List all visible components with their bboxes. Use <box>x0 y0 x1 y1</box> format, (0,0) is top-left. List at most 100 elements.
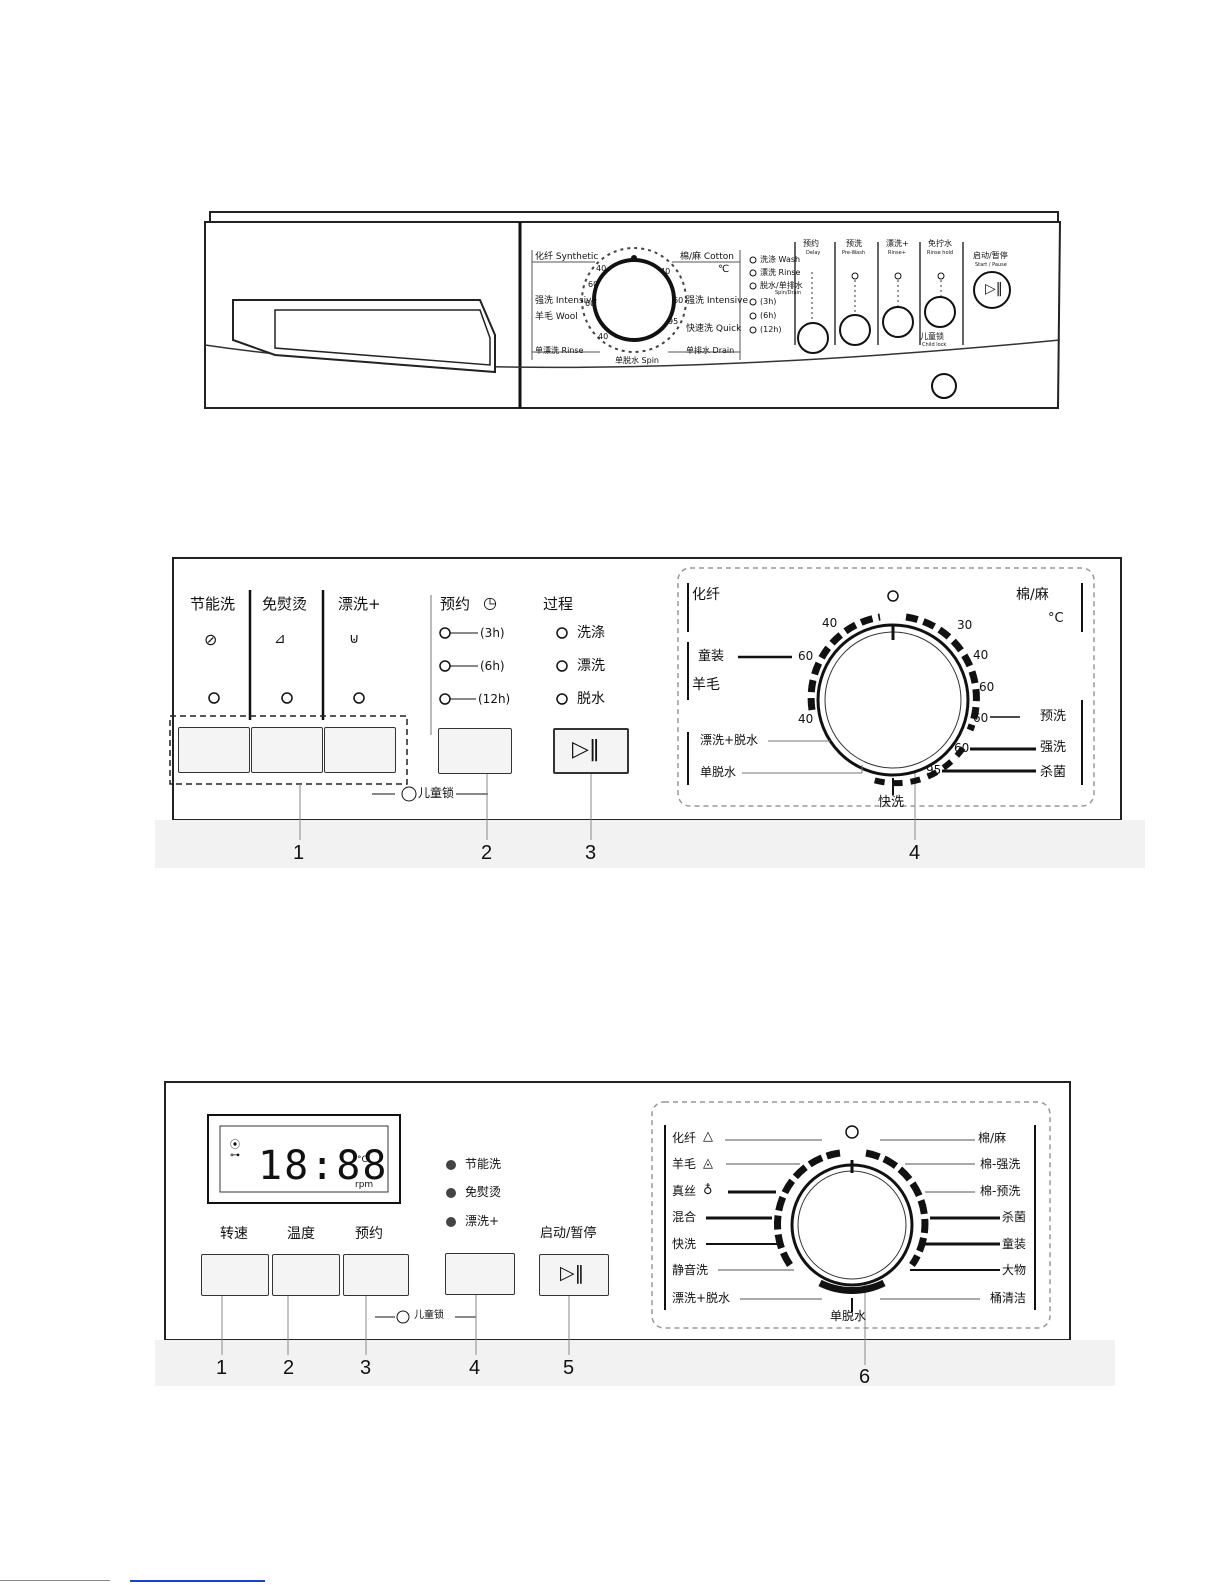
silk-icon: ♁ <box>703 1183 713 1198</box>
p1-temp-2: 60 <box>585 299 596 308</box>
p3-dial-left-4: 快洗 <box>672 1237 697 1251</box>
p2-temp-8: 95 <box>926 763 942 777</box>
p1-btn-prewash-en: Pre-Wash <box>842 250 866 256</box>
p3-dial-right-2: 棉-预洗 <box>980 1184 1021 1198</box>
p2-delay-2: (12h) <box>478 692 511 706</box>
p1-start-en: Start / Pause <box>975 262 1007 268</box>
p2-dial-right-3: 强洗 <box>1040 740 1067 755</box>
p2-dial-left-4: 单脱水 <box>700 765 737 779</box>
panel-3-outline <box>155 1081 1115 1386</box>
p3-start-label: 启动/暂停 <box>540 1226 597 1241</box>
panel-2-outline <box>155 557 1145 868</box>
p2-process-2: 脱水 <box>577 691 605 707</box>
p1-dial-left-2: 羊毛 Wool <box>535 312 578 322</box>
p1-btn-rinse-cn: 漂洗+ <box>886 239 909 248</box>
p3-dial-right-1: 棉-强洗 <box>980 1157 1021 1171</box>
p3-delay-button[interactable] <box>343 1254 409 1296</box>
p3-callout-3: 3 <box>360 1357 372 1379</box>
p3-dial-right-5: 大物 <box>1002 1263 1027 1277</box>
p1-status-1: 漂洗 Rinse <box>760 268 801 277</box>
display-unit-rpm: rpm <box>355 1180 374 1190</box>
p3-callout-5: 5 <box>563 1357 575 1379</box>
p1-start-cn: 启动/暂停 <box>973 251 1008 260</box>
p1-status-0: 洗涤 Wash <box>760 255 801 264</box>
panel-1-outline <box>204 211 1062 409</box>
p2-start-pause-button[interactable]: ▷‖ <box>553 728 629 774</box>
p3-start-pause-button[interactable]: ▷‖ <box>539 1254 609 1296</box>
p3-dial-right-3: 杀菌 <box>1002 1210 1027 1224</box>
p2-option-1: 免熨烫 <box>262 595 308 613</box>
p2-callout-3: 3 <box>585 842 597 864</box>
p1-btn-delay-cn: 预约 <box>803 239 819 248</box>
p3-callout-2: 2 <box>283 1357 295 1379</box>
p3-child-lock: 儿童锁 <box>414 1310 444 1321</box>
p1-status-2: 脱水/单排水 <box>760 281 803 290</box>
rinse-icon: ⊍ <box>349 631 360 647</box>
p1-child-lock: 儿童锁 <box>920 332 944 341</box>
p3-dial-right-6: 桶清洁 <box>990 1291 1027 1305</box>
p2-delay-title: 预约 <box>440 595 471 613</box>
p1-status-4: (6h) <box>760 311 777 320</box>
p1-start-icon[interactable]: ▷‖ <box>985 281 1003 297</box>
p3-option-button[interactable] <box>445 1253 515 1295</box>
p2-callout-2: 2 <box>481 842 493 864</box>
p1-dial-left-3: 单漂洗 Rinse <box>535 346 584 355</box>
p2-delay-button[interactable] <box>438 728 512 774</box>
p1-btn-prewash-cn: 预洗 <box>846 239 862 248</box>
p2-delay-0: (3h) <box>480 626 505 640</box>
p3-dial-left-6: 漂洗+脱水 <box>672 1291 731 1305</box>
p1-temp-6: 95 <box>668 317 679 326</box>
p3-dial-left-0: 化纤 <box>672 1131 697 1145</box>
p1-temp-5: 60 <box>673 296 684 305</box>
p2-dial-right-1: °C <box>1048 611 1064 626</box>
p2-temp-0: 40 <box>822 616 838 630</box>
p2-temp-7: 60 <box>954 741 970 755</box>
clock-icon: ◷ <box>483 593 497 612</box>
p1-btn-rinse-en: Rinse+ <box>888 250 906 256</box>
p3-dial-left-2: 真丝 <box>672 1184 697 1198</box>
p2-dial-right-0: 棉/麻 <box>1016 587 1049 603</box>
p2-dial-right-2: 预洗 <box>1040 709 1067 724</box>
display-icons: ⦿⊶ <box>230 1140 240 1161</box>
p2-process-1: 漂洗 <box>577 658 605 674</box>
p1-temp-1: 60 <box>588 280 599 289</box>
p3-button-label-2: 预约 <box>355 1226 383 1242</box>
play-pause-icon: ▷‖ <box>560 1262 585 1284</box>
p2-option-0: 节能洗 <box>190 595 236 613</box>
synthetic-icon: △ <box>703 1129 713 1144</box>
p3-button-label-1: 温度 <box>287 1226 315 1242</box>
p2-dial-left-2: 羊毛 <box>692 677 720 693</box>
p1-btn-hold-en: Rinse hold <box>927 250 954 256</box>
p2-dial-left-3: 漂洗+脱水 <box>700 733 759 747</box>
p2-process-title: 过程 <box>543 595 574 613</box>
p1-dial-bottom: 单脱水 Spin <box>615 356 659 365</box>
p1-dial-right-4: 单排水 Drain <box>686 346 735 355</box>
p2-child-lock: 儿童锁 <box>418 786 455 800</box>
p3-dial-left-1: 羊毛 <box>672 1157 697 1171</box>
p3-dial-right-0: 棉/麻 <box>978 1131 1007 1145</box>
p3-spin-button[interactable] <box>201 1254 269 1296</box>
p2-dial-bottom: 快洗 <box>878 795 905 810</box>
p2-eco-button[interactable] <box>178 727 250 773</box>
p2-temp-5: 60 <box>979 680 995 694</box>
p3-callout-4: 4 <box>469 1357 481 1379</box>
p3-temperature-button[interactable] <box>272 1254 340 1296</box>
p2-rinse-button[interactable] <box>324 727 396 773</box>
p2-callout-1: 1 <box>293 842 305 864</box>
p3-dial-left-3: 混合 <box>672 1210 697 1224</box>
eco-icon: ⊘ <box>204 630 218 649</box>
play-pause-icon: ▷‖ <box>572 737 600 762</box>
p1-temp-4: 40 <box>660 267 671 276</box>
p2-temp-2: 40 <box>798 712 814 726</box>
p3-dial-left-5: 静音洗 <box>672 1263 709 1277</box>
footer-link[interactable] <box>130 1580 265 1582</box>
p2-temp-3: 30 <box>957 618 973 632</box>
p1-status-sub: Spin/Drain <box>775 290 802 296</box>
p2-iron-button[interactable] <box>251 727 323 773</box>
p3-callout-6: 6 <box>859 1366 871 1388</box>
display-digits: 18:88 <box>258 1143 389 1189</box>
p2-dial-left-1: 童装 <box>698 649 725 664</box>
p2-option-2: 漂洗+ <box>338 595 381 613</box>
p1-temp-3: 40 <box>598 332 609 341</box>
p2-delay-1: (6h) <box>480 659 505 673</box>
